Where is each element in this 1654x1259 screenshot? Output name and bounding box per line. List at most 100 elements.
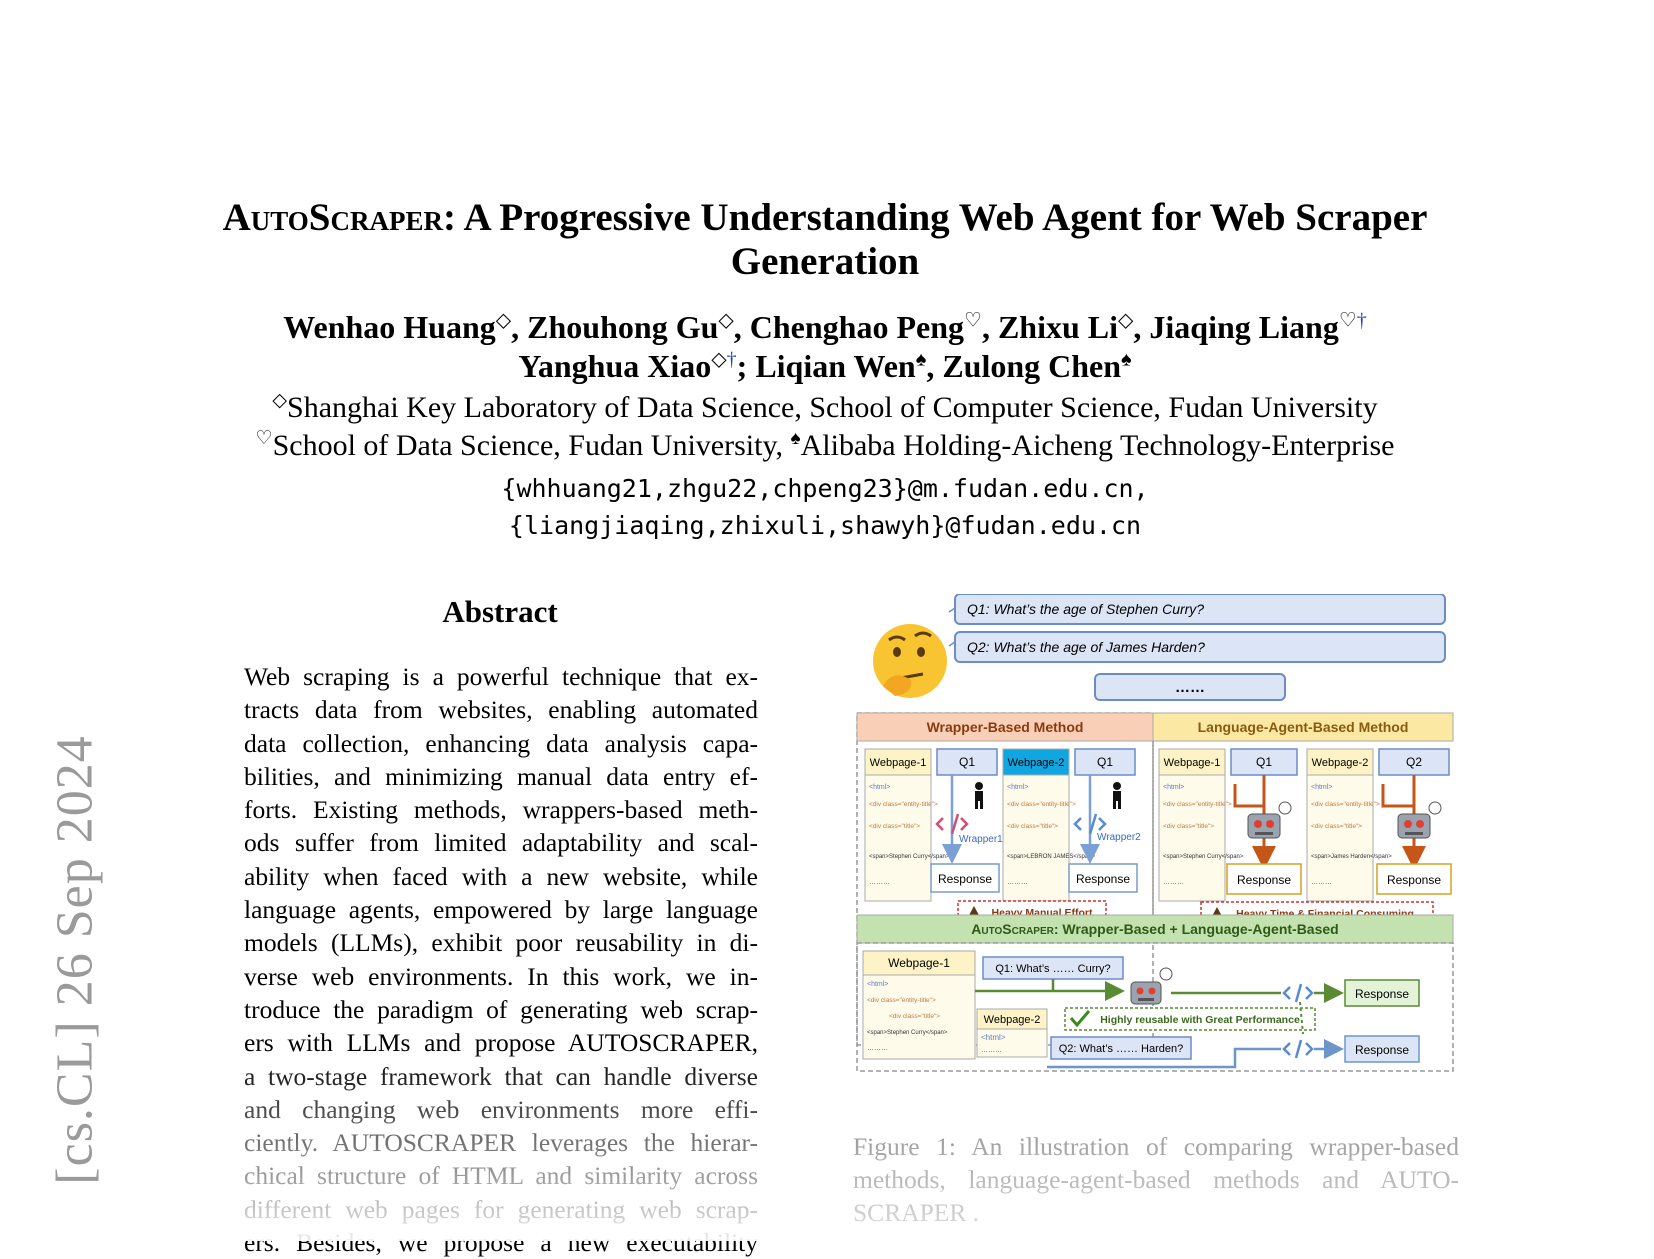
reusable-text: Highly reusable with Great Performance bbox=[1100, 1014, 1300, 1026]
abstract-heading: Abstract bbox=[442, 594, 558, 629]
wrapper-webpage-1: Webpage-1 <html> <div class="entity-titl… bbox=[864, 748, 950, 902]
code-dots: ……… bbox=[981, 1047, 1002, 1054]
agent-header bbox=[1152, 712, 1454, 742]
wrapper-webpage-2: Webpage-2 <html> <div class="entity-titl… bbox=[1002, 748, 1096, 902]
code-div-title: <div class="title"> bbox=[1163, 823, 1214, 830]
wrapper1-label: Wrapper1 bbox=[959, 834, 1003, 845]
author-name: Yanghua Xiao bbox=[518, 348, 712, 384]
agent-q2: Q2 bbox=[1378, 748, 1450, 776]
author-name: Liqian Wen bbox=[755, 348, 916, 384]
abstract-line: forts. Existing methods, wrappers-based … bbox=[244, 795, 758, 825]
robot-icon bbox=[1130, 967, 1173, 1005]
code-icon bbox=[1073, 813, 1107, 835]
code-div-entity: <div class="entity-title"> bbox=[1311, 801, 1380, 808]
code-dots: ……… bbox=[1311, 879, 1332, 886]
author-separator: , bbox=[981, 309, 998, 345]
author-mark: ♡ bbox=[964, 309, 982, 332]
wrapper-q1-second: Q1 bbox=[1074, 748, 1136, 776]
wrapper-q1: Q1 bbox=[936, 748, 998, 776]
email-line-1: {whhuang21,zhgu22,chpeng23}@m.fudan.edu.… bbox=[501, 474, 1149, 503]
question-2-text: Q2: What’s the age of James Harden? bbox=[967, 639, 1205, 655]
code-span: <span>Stephen Curry</span> bbox=[869, 854, 950, 860]
robot-icon bbox=[1247, 801, 1292, 839]
code-div-entity: <div class="entity-title"> bbox=[1163, 801, 1232, 808]
arrow bbox=[1047, 1047, 1281, 1069]
person-icon bbox=[975, 782, 983, 809]
q1-label: Q1 bbox=[959, 755, 975, 769]
abstract-line: data collection, enhancing data analysis… bbox=[244, 728, 758, 758]
code-dots: ……… bbox=[867, 1045, 888, 1052]
thinking-emoji-icon bbox=[873, 624, 947, 698]
author-name: Zhixu Li bbox=[997, 309, 1119, 345]
arxiv-stamp-text: [cs.CL] 26 Sep 2024 bbox=[46, 735, 104, 1185]
code-dots: ……… bbox=[869, 879, 890, 886]
code-html: <html> bbox=[1007, 784, 1028, 791]
author-list: Wenhao Huang◇, Zhouhong Gu◇, Chenghao Pe… bbox=[150, 308, 1500, 386]
abstract-line: tracts data from websites, enabling auto… bbox=[244, 695, 758, 725]
code-html: <html> bbox=[1311, 784, 1332, 791]
q1-label: Q1 bbox=[1097, 755, 1113, 769]
author-mark: ◇ bbox=[718, 309, 734, 332]
auto-webpage-1: Webpage-1 <html> <div class="entity-titl… bbox=[862, 950, 976, 1060]
webpage-label: Webpage-2 bbox=[1312, 757, 1369, 769]
auto-q2: Q2: What’s …… Harden? bbox=[1050, 1036, 1192, 1060]
webpage-label: Webpage-1 bbox=[1164, 757, 1221, 769]
q2-label: Q2 bbox=[1406, 755, 1422, 769]
affiliation-line-2: ♡School of Data Science, Fudan Universit… bbox=[150, 427, 1500, 465]
code-div-title: <div class="title"> bbox=[1311, 823, 1362, 830]
author-emails: {whhuang21,zhgu22,chpeng23}@m.fudan.edu.… bbox=[150, 470, 1500, 544]
response-label: Response bbox=[1355, 987, 1409, 1001]
wrapper-response-1: Response bbox=[930, 863, 1000, 893]
affiliation-text: School of Data Science, Fudan University… bbox=[272, 429, 791, 462]
email-line-2: {liangjiaqing,zhixuli,shawyh}@fudan.edu.… bbox=[508, 511, 1142, 540]
paper-title: AutoScraper: A Progressive Understanding… bbox=[150, 196, 1500, 284]
author-dagger: † bbox=[726, 348, 737, 371]
affiliation-line-1: ◇Shanghai Key Laboratory of Data Science… bbox=[150, 389, 1500, 427]
robot-icon bbox=[1397, 801, 1442, 839]
response-label: Response bbox=[1237, 873, 1291, 887]
autoscraper-header-text: AutoScraper: Wrapper-Based + Language-Ag… bbox=[971, 921, 1338, 937]
ellipsis-text: …… bbox=[1175, 679, 1205, 696]
code-span: <span>Stephen Curry</span> bbox=[1163, 854, 1244, 860]
author-mark: ◇ bbox=[1118, 309, 1134, 332]
author-mark: ♠ bbox=[915, 348, 927, 371]
code-html: <html> bbox=[867, 981, 888, 988]
response-label: Response bbox=[1387, 873, 1441, 887]
affiliation-mark: ◇ bbox=[272, 390, 288, 411]
bottom-panel-border bbox=[856, 942, 1454, 1072]
author-mark: ♡ bbox=[1338, 309, 1357, 332]
check-icon bbox=[1069, 1010, 1091, 1028]
author-name: Zulong Chen bbox=[942, 348, 1122, 384]
author-mark: ◇ bbox=[495, 309, 512, 332]
code-dots: ……… bbox=[1163, 879, 1184, 886]
author-mark: ♠ bbox=[1121, 348, 1132, 371]
author-name: Jiaqing Liang bbox=[1149, 309, 1339, 345]
code-span: <span>LEBRON JAMES</span> bbox=[1007, 854, 1096, 860]
code-icon bbox=[935, 813, 969, 835]
code-icon bbox=[1282, 1039, 1314, 1059]
affiliation-mark: ♡ bbox=[255, 428, 273, 449]
question-bubble-2: Q2: What’s the age of James Harden? bbox=[948, 631, 1446, 663]
response-label: Response bbox=[1355, 1043, 1409, 1057]
abstract-line: troduce the paradigm of generating web s… bbox=[244, 994, 758, 1024]
abstract-line: bilities, and minimizing manual data ent… bbox=[244, 761, 758, 791]
author-separator: , bbox=[733, 309, 750, 345]
affiliations: ◇Shanghai Key Laboratory of Data Science… bbox=[150, 389, 1500, 465]
affiliation-text: Shanghai Key Laboratory of Data Science,… bbox=[287, 391, 1378, 424]
affiliation-text: Alibaba Holding-Aicheng Technology-Enter… bbox=[800, 429, 1395, 462]
abstract-line: ability when faced with a new website, w… bbox=[244, 861, 758, 891]
code-span: <span>Stephen Curry</span> bbox=[867, 1030, 948, 1036]
response-label: Response bbox=[1076, 872, 1130, 886]
code-html: <html> bbox=[1163, 784, 1184, 791]
title-system-name: AutoScraper bbox=[222, 196, 443, 239]
figure-1: Q1: What’s the age of Stephen Curry? Q2:… bbox=[855, 593, 1455, 1104]
code-div-title: <div class="title"> bbox=[869, 823, 920, 830]
code-div-entity: <div class="entity-title"> bbox=[1007, 801, 1076, 808]
webpage-label: Webpage-1 bbox=[870, 757, 927, 769]
autoscraper-subtitle: : Wrapper-Based + Language-Agent-Based bbox=[1054, 921, 1339, 937]
abstract-line: language agents, empowered by large lang… bbox=[244, 895, 758, 925]
author-name: Chenghao Peng bbox=[749, 309, 965, 345]
auto-response-2: Response bbox=[1344, 1035, 1420, 1063]
title-line-2: Generation bbox=[730, 240, 920, 283]
author-separator: , bbox=[511, 309, 528, 345]
